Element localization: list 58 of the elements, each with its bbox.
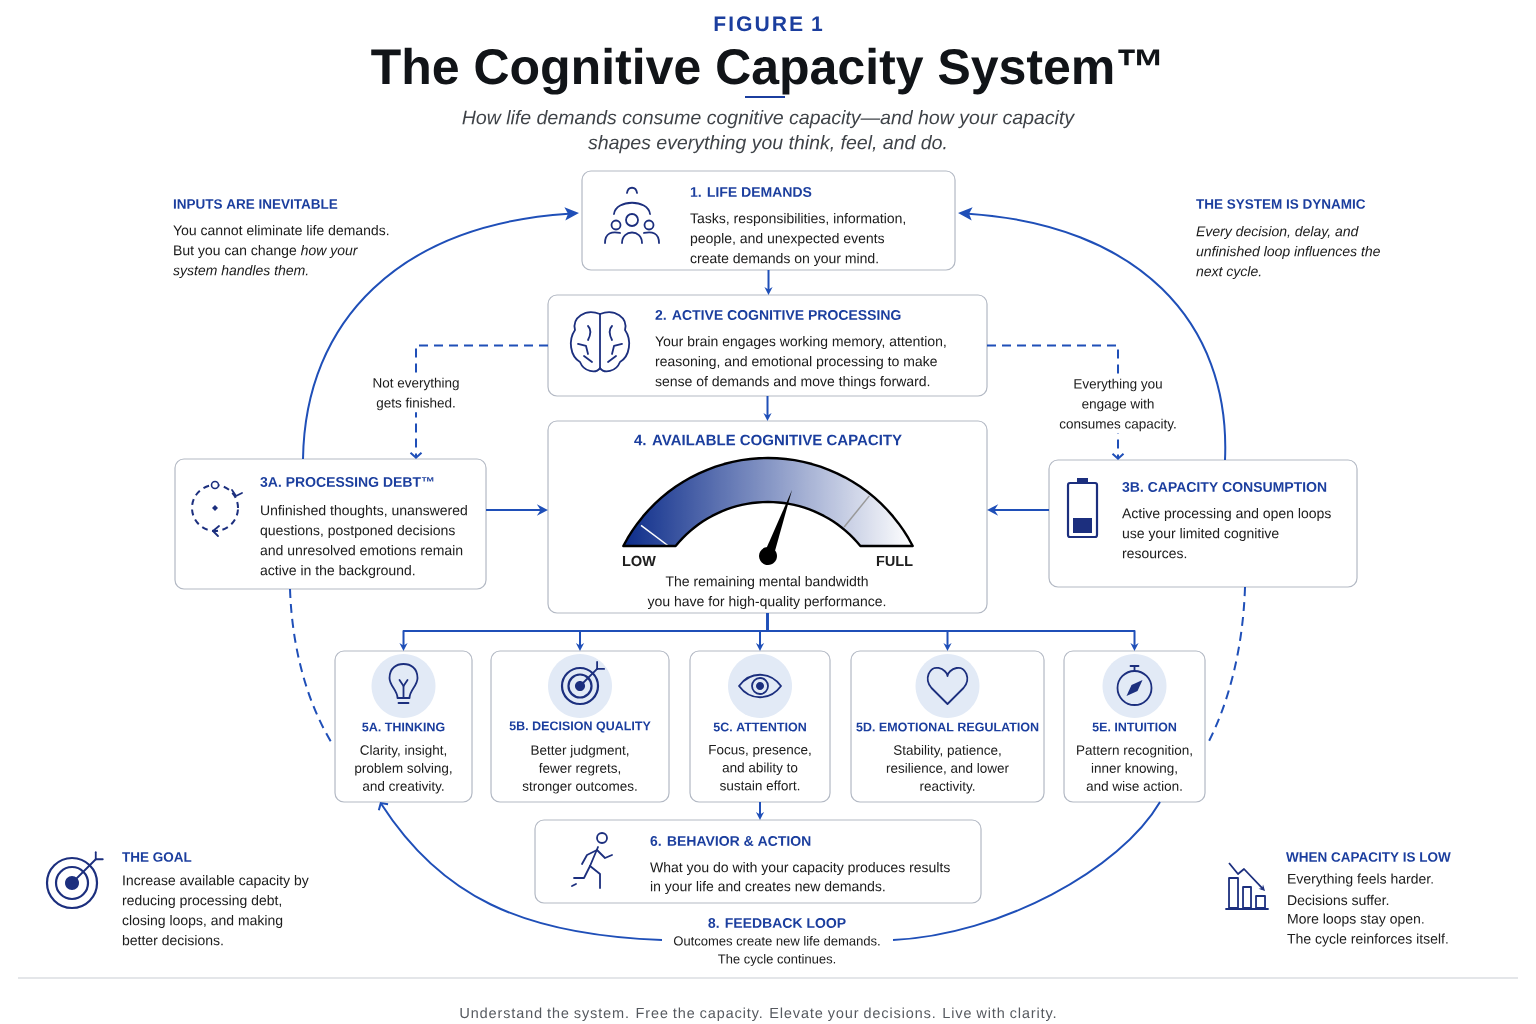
note-text: The cycle reinforces itself. [1287,933,1448,947]
box-text: Your brain engages working memory, attention, reasoning, and emotional processing to make sense of demands and move things forward. [655,336,946,390]
box-heading: 5B. DECISION QUALITY [509,721,651,733]
box-heading: 5C. ATTENTION [713,722,806,732]
box-heading: 3A. PROCESSING DEBT™ [260,477,434,487]
arrow [377,802,663,941]
box-heading: 2. ACTIVE COGNITIVE PROCESSING [655,310,901,320]
box-heading: 3B. CAPACITY CONSUMPTION [1122,482,1327,492]
note-text: Decisions suffer. [1288,894,1389,906]
box-heading: 5E. INTUITION [1092,722,1177,732]
tagline: Understand the system. Free the capacity. Elevate your decisions. Live with clarity. [460,1007,1056,1021]
box-heading: 5A. THINKING [362,722,445,732]
info-box [581,170,956,271]
info-card [1063,650,1206,803]
info-card [850,650,1045,803]
note-text: You cannot eliminate life demands. But you can change how your system handles them. [173,225,389,279]
box-heading: 5D. EMOTIONAL REGULATION [856,722,1039,732]
info-box [1048,459,1358,588]
edge-label: Not everything gets finished. [370,375,462,413]
box-text: Pattern recognition, inner knowing, and wise action. [1077,745,1192,791]
box-heading: 1. LIFE DEMANDS [690,187,812,197]
connector-line [892,801,1161,941]
figure-label: FIGURE 1 [714,16,823,32]
info-card [334,650,473,803]
info-box [547,294,988,397]
note-text: Everything feels harder. [1288,873,1433,887]
note-heading: WHEN CAPACITY IS LOW [1286,852,1451,862]
note-text: Increase available capacity by reducing processing debt, closing loops, and making better decisions. [122,875,309,946]
info-card [689,650,831,803]
box-text: The remaining mental bandwidth you have for high-quality performance. [647,576,886,610]
edge-label: Everything you engage with consumes capacity. [1057,376,1179,434]
box-text: Better judgment, fewer regrets, stronger outcomes. [522,745,637,794]
note-heading: THE SYSTEM IS DYNAMIC [1196,199,1366,209]
box-text: Tasks, responsibilities, information, people, and unexpected events create demands on your mind. [690,213,905,267]
loop-text: Outcomes create new life demands. The cycle continues. [673,936,880,967]
info-box [534,819,982,904]
box-text: Focus, presence, and ability to sustain effort. [709,745,811,791]
box-text: What you do with your capacity produces results in your life and creates new demands. [650,862,950,895]
info-box [174,458,487,590]
gauge-label: LOW [623,555,656,567]
arrow [409,344,549,459]
loop-heading: 8. FEEDBACK LOOP [708,918,846,928]
arrow [766,612,1139,651]
box-text: Stability, patience, resilience, and lower reactivity. [886,745,1009,794]
note-text: More loops stay open. [1288,913,1424,927]
box-heading: 6. BEHAVIOR & ACTION [650,836,811,846]
box-text: Clarity, insight, problem solving, and creativity. [355,745,452,794]
info-card [490,650,670,803]
box-text: Unfinished thoughts, unanswered questions, postponed decisions and unresolved emotions remain active in the background. [260,505,467,579]
box-heading: 4. AVAILABLE COGNITIVE CAPACITY [634,434,902,446]
subtitle: How life demands consume cognitive capacity—and how your capacity shapes everything you think, feel, and do. [462,110,1076,154]
box-text: Active processing and open loops use your limited cognitive resources. [1122,508,1331,559]
note-text: Every decision, delay, and unfinished loop influences the next cycle. [1196,226,1380,280]
title: The Cognitive Capacity System™ [371,47,1160,95]
gauge-label: FULL [876,555,913,567]
note-heading: INPUTS ARE INEVITABLE [173,199,338,209]
note-heading: THE GOAL [122,852,192,862]
info-box [547,420,988,614]
